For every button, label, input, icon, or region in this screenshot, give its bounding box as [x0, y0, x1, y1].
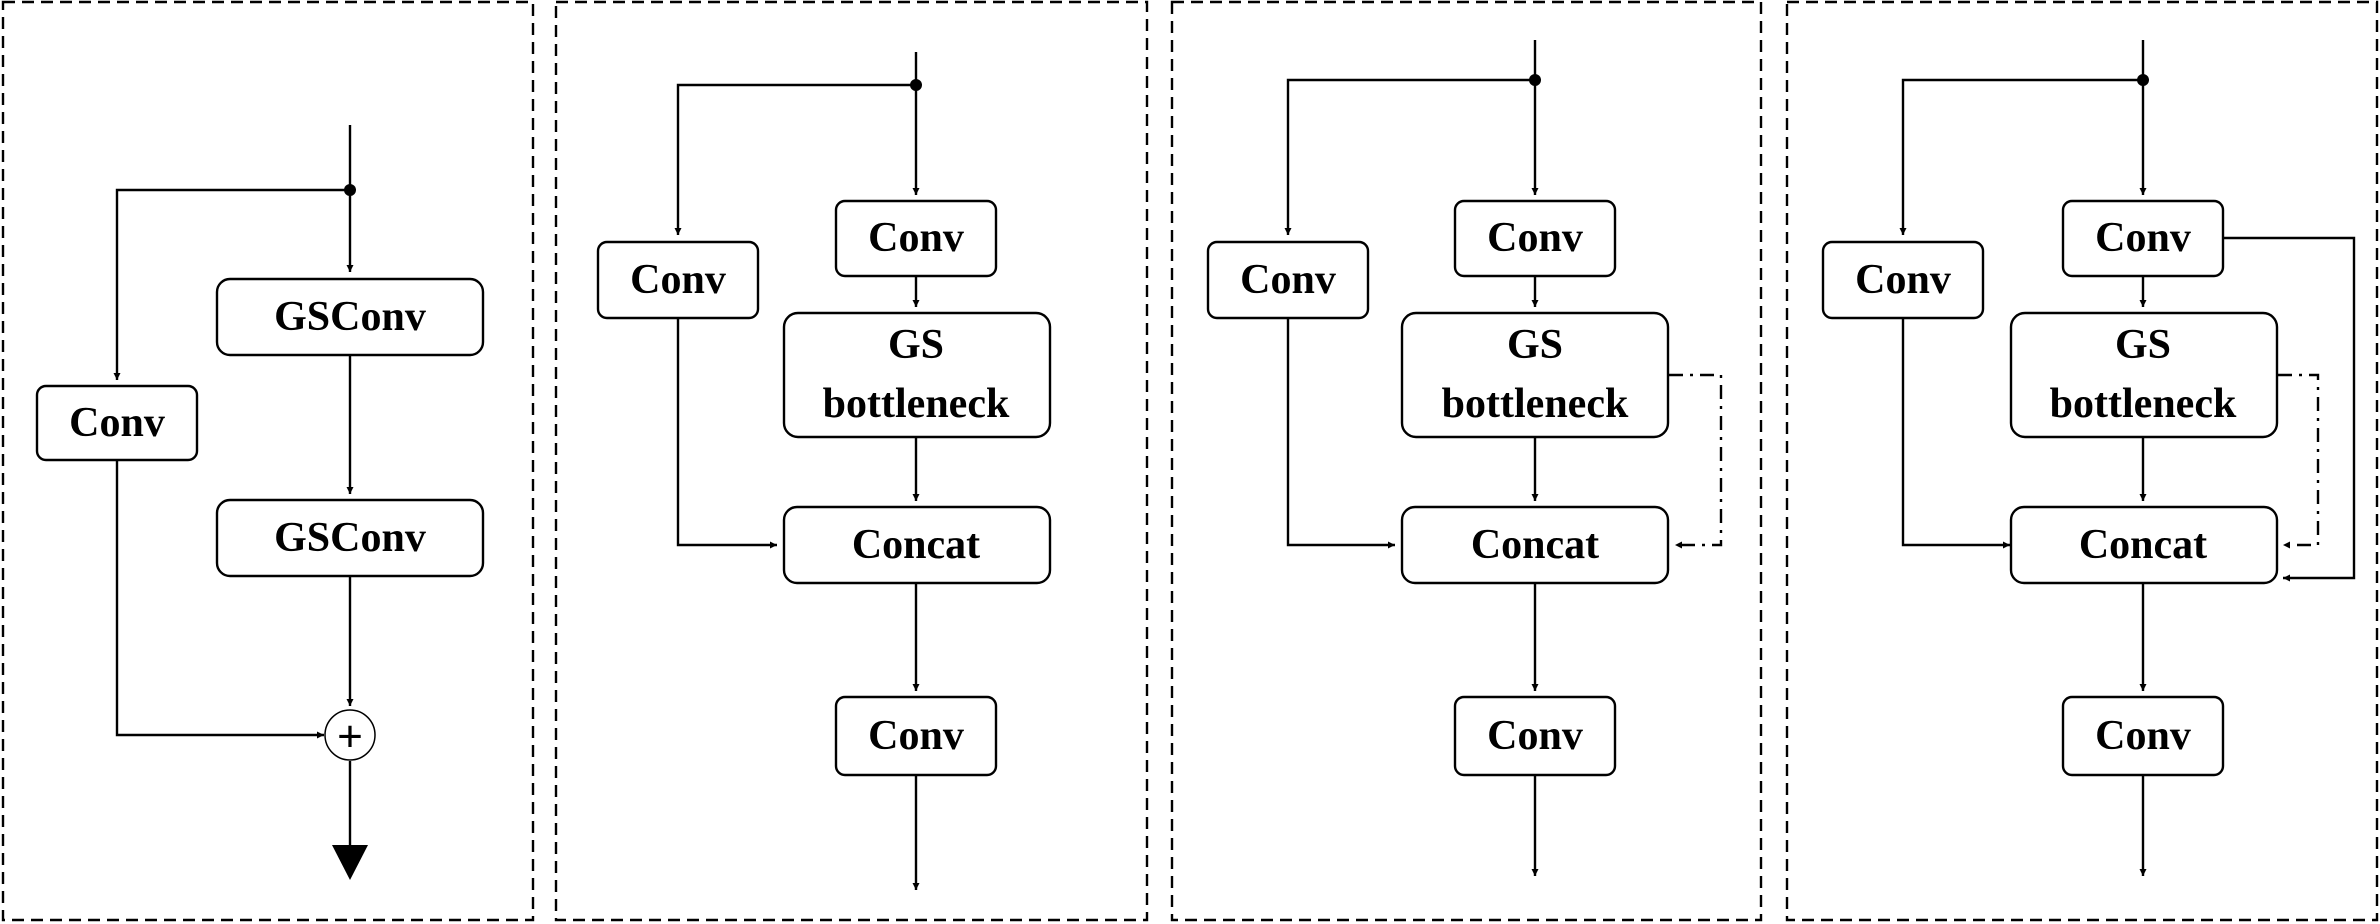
gsconv-block-2-label: GSConv: [274, 515, 426, 561]
add-node: +: [324, 709, 376, 762]
conv-side-block: Conv: [596, 240, 760, 320]
conv-out-block: Conv: [834, 695, 998, 777]
bottleneck-label: bottleneck: [2050, 381, 2237, 427]
conv-top-block: Conv: [2061, 199, 2225, 278]
gsconv-block-1: GSConv: [215, 277, 485, 357]
panel-2-frame: [554, 0, 1149, 922]
gs-skip-dashdot-arrow: [2278, 373, 2320, 549]
concat-block: Concat: [782, 505, 1052, 585]
gs-bottleneck-block: GS bottleneck: [782, 311, 1052, 439]
gs-label: GS: [1507, 322, 1563, 368]
conv-out-label: Conv: [2095, 713, 2191, 759]
gsconv-block-2: GSConv: [215, 498, 485, 578]
gs-label: GS: [888, 322, 944, 368]
shortcut-to-conv-arrow: [674, 83, 916, 235]
conv-out-block: Conv: [1453, 695, 1617, 777]
bottleneck-label: bottleneck: [1442, 381, 1629, 427]
bottleneck-label: bottleneck: [823, 381, 1010, 427]
shortcut-to-conv-arrow: [1284, 78, 1535, 235]
conv-to-concat-arrow: [1901, 318, 2010, 549]
shortcut-to-conv-arrow: [113, 188, 350, 380]
output-arrowhead: [332, 845, 368, 880]
conv-out-label: Conv: [1487, 713, 1583, 759]
conv-side-label: Conv: [1855, 257, 1951, 303]
concat-block: Concat: [1400, 505, 1670, 585]
concat-block: Concat: [2009, 505, 2279, 585]
shortcut-to-conv-arrow: [1899, 78, 2143, 235]
conv-out-block: Conv: [2061, 695, 2225, 777]
conv-out-label: Conv: [868, 713, 964, 759]
conv-top-label: Conv: [868, 215, 964, 261]
gs-label: GS: [2115, 322, 2171, 368]
gs-bottleneck-block: GS bottleneck: [1400, 311, 1670, 439]
gsconv-block-1-label: GSConv: [274, 294, 426, 340]
conv-side-block: Conv: [1206, 240, 1370, 320]
add-symbol: +: [337, 711, 363, 762]
conv-side-label: Conv: [630, 257, 726, 303]
conv-side-block-1-label: Conv: [69, 400, 165, 446]
panel-3: Conv GS bottleneck Conv Concat Conv: [1170, 0, 1763, 922]
gs-bottleneck-block: GS bottleneck: [2009, 311, 2279, 439]
conv-top-label: Conv: [1487, 215, 1583, 261]
conv-to-concat-skip-arrow: [2223, 236, 2356, 582]
conv-to-concat-arrow: [1286, 318, 1395, 549]
conv-side-label: Conv: [1240, 257, 1336, 303]
concat-label: Concat: [1471, 522, 1599, 568]
concat-label: Concat: [852, 522, 980, 568]
panel-4: Conv GS bottleneck Conv Concat Conv: [1785, 0, 2379, 922]
panel-1: GSConv GSConv Conv +: [1, 0, 535, 922]
gs-skip-dashdot-arrow: [1669, 373, 1723, 549]
conv-top-block: Conv: [1453, 199, 1617, 278]
conv-top-label: Conv: [2095, 215, 2191, 261]
conv-side-block: Conv: [1821, 240, 1985, 320]
conv-to-add-arrow: [115, 460, 324, 739]
panel-3-frame: [1170, 0, 1763, 922]
concat-label: Concat: [2079, 522, 2207, 568]
panel-4-frame: [1785, 0, 2379, 922]
conv-to-concat-arrow: [676, 318, 777, 549]
conv-top-block: Conv: [834, 199, 998, 278]
panel-2: Conv GS bottleneck Conv Concat Conv: [554, 0, 1149, 922]
panel-1-frame: [1, 0, 535, 922]
conv-side-block-1: Conv: [35, 384, 199, 462]
